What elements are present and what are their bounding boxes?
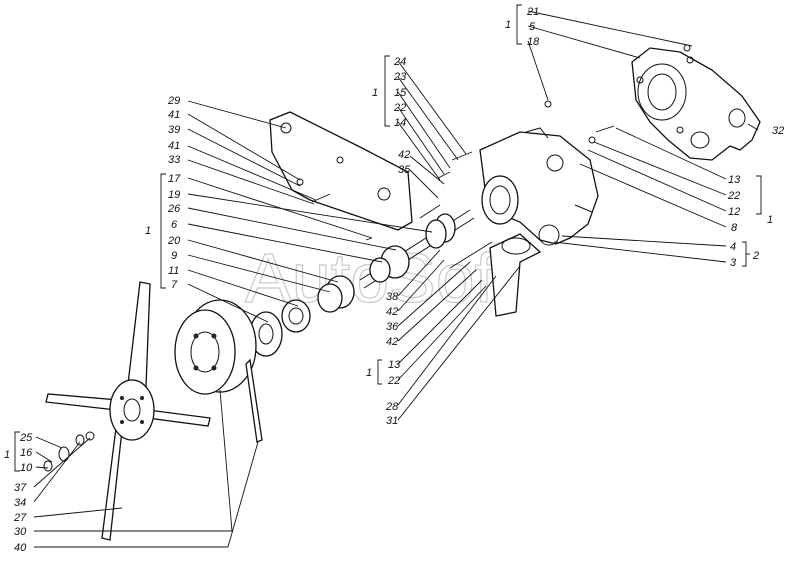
label-15: 15 [394,87,407,99]
label-13: 13 [388,359,401,371]
fan-part [45,281,211,541]
label-20: 20 [167,235,181,247]
label-37: 37 [14,482,27,494]
label-12: 12 [728,206,740,218]
label-39: 39 [168,124,180,136]
label-26: 26 [167,203,181,215]
label-10: 10 [20,462,33,474]
rear-cover-part [631,47,761,161]
label-40: 40 [14,542,27,554]
label-group-1: 1 [372,87,378,99]
label-23: 23 [393,71,407,83]
label-38: 38 [386,291,399,303]
label-32: 32 [772,125,784,137]
label-18: 18 [527,36,540,48]
label-22: 22 [393,102,406,114]
label-6: 6 [171,219,178,231]
callout-labels: 21 5 18 1 24 23 15 22 14 1 29 41 39 41 3… [4,6,784,554]
label-group-1: 1 [366,367,372,379]
label-group-1: 1 [767,214,773,226]
label-29: 29 [167,95,180,107]
label-13: 13 [728,174,741,186]
label-21: 21 [526,6,539,18]
label-41: 41 [168,109,180,121]
label-3: 3 [730,257,737,269]
group-brackets [14,4,762,472]
label-7: 7 [171,279,178,291]
label-19: 19 [168,189,180,201]
fasteners [43,44,691,472]
label-42: 42 [398,149,410,161]
bracket-part [269,111,413,231]
label-11: 11 [168,265,179,277]
outlet-pipe-part [489,233,542,317]
label-30: 30 [14,526,27,538]
label-42: 42 [386,306,398,318]
pulley-part [174,299,283,443]
label-22: 22 [387,375,400,387]
label-34: 34 [14,497,26,509]
label-9: 9 [171,250,177,262]
label-31: 31 [386,415,398,427]
label-14: 14 [394,117,406,129]
leader-lines [33,10,759,548]
label-42: 42 [386,336,398,348]
pump-housing-part [479,127,599,246]
label-36: 36 [386,321,399,333]
label-27: 27 [13,512,27,524]
label-35: 35 [398,164,411,176]
shaft-assembly-part [281,209,475,333]
label-group-1: 1 [145,225,151,237]
label-4: 4 [730,241,736,253]
label-8: 8 [731,222,738,234]
label-5: 5 [529,21,536,33]
label-28: 28 [385,401,399,413]
label-41: 41 [168,140,180,152]
label-17: 17 [168,173,181,185]
label-22: 22 [727,190,740,202]
label-25: 25 [19,432,33,444]
label-24: 24 [393,56,406,68]
label-group-1: 1 [505,19,511,31]
label-group-1: 1 [4,449,10,461]
label-group-2: 2 [752,250,759,262]
label-16: 16 [20,447,33,459]
label-33: 33 [168,154,181,166]
